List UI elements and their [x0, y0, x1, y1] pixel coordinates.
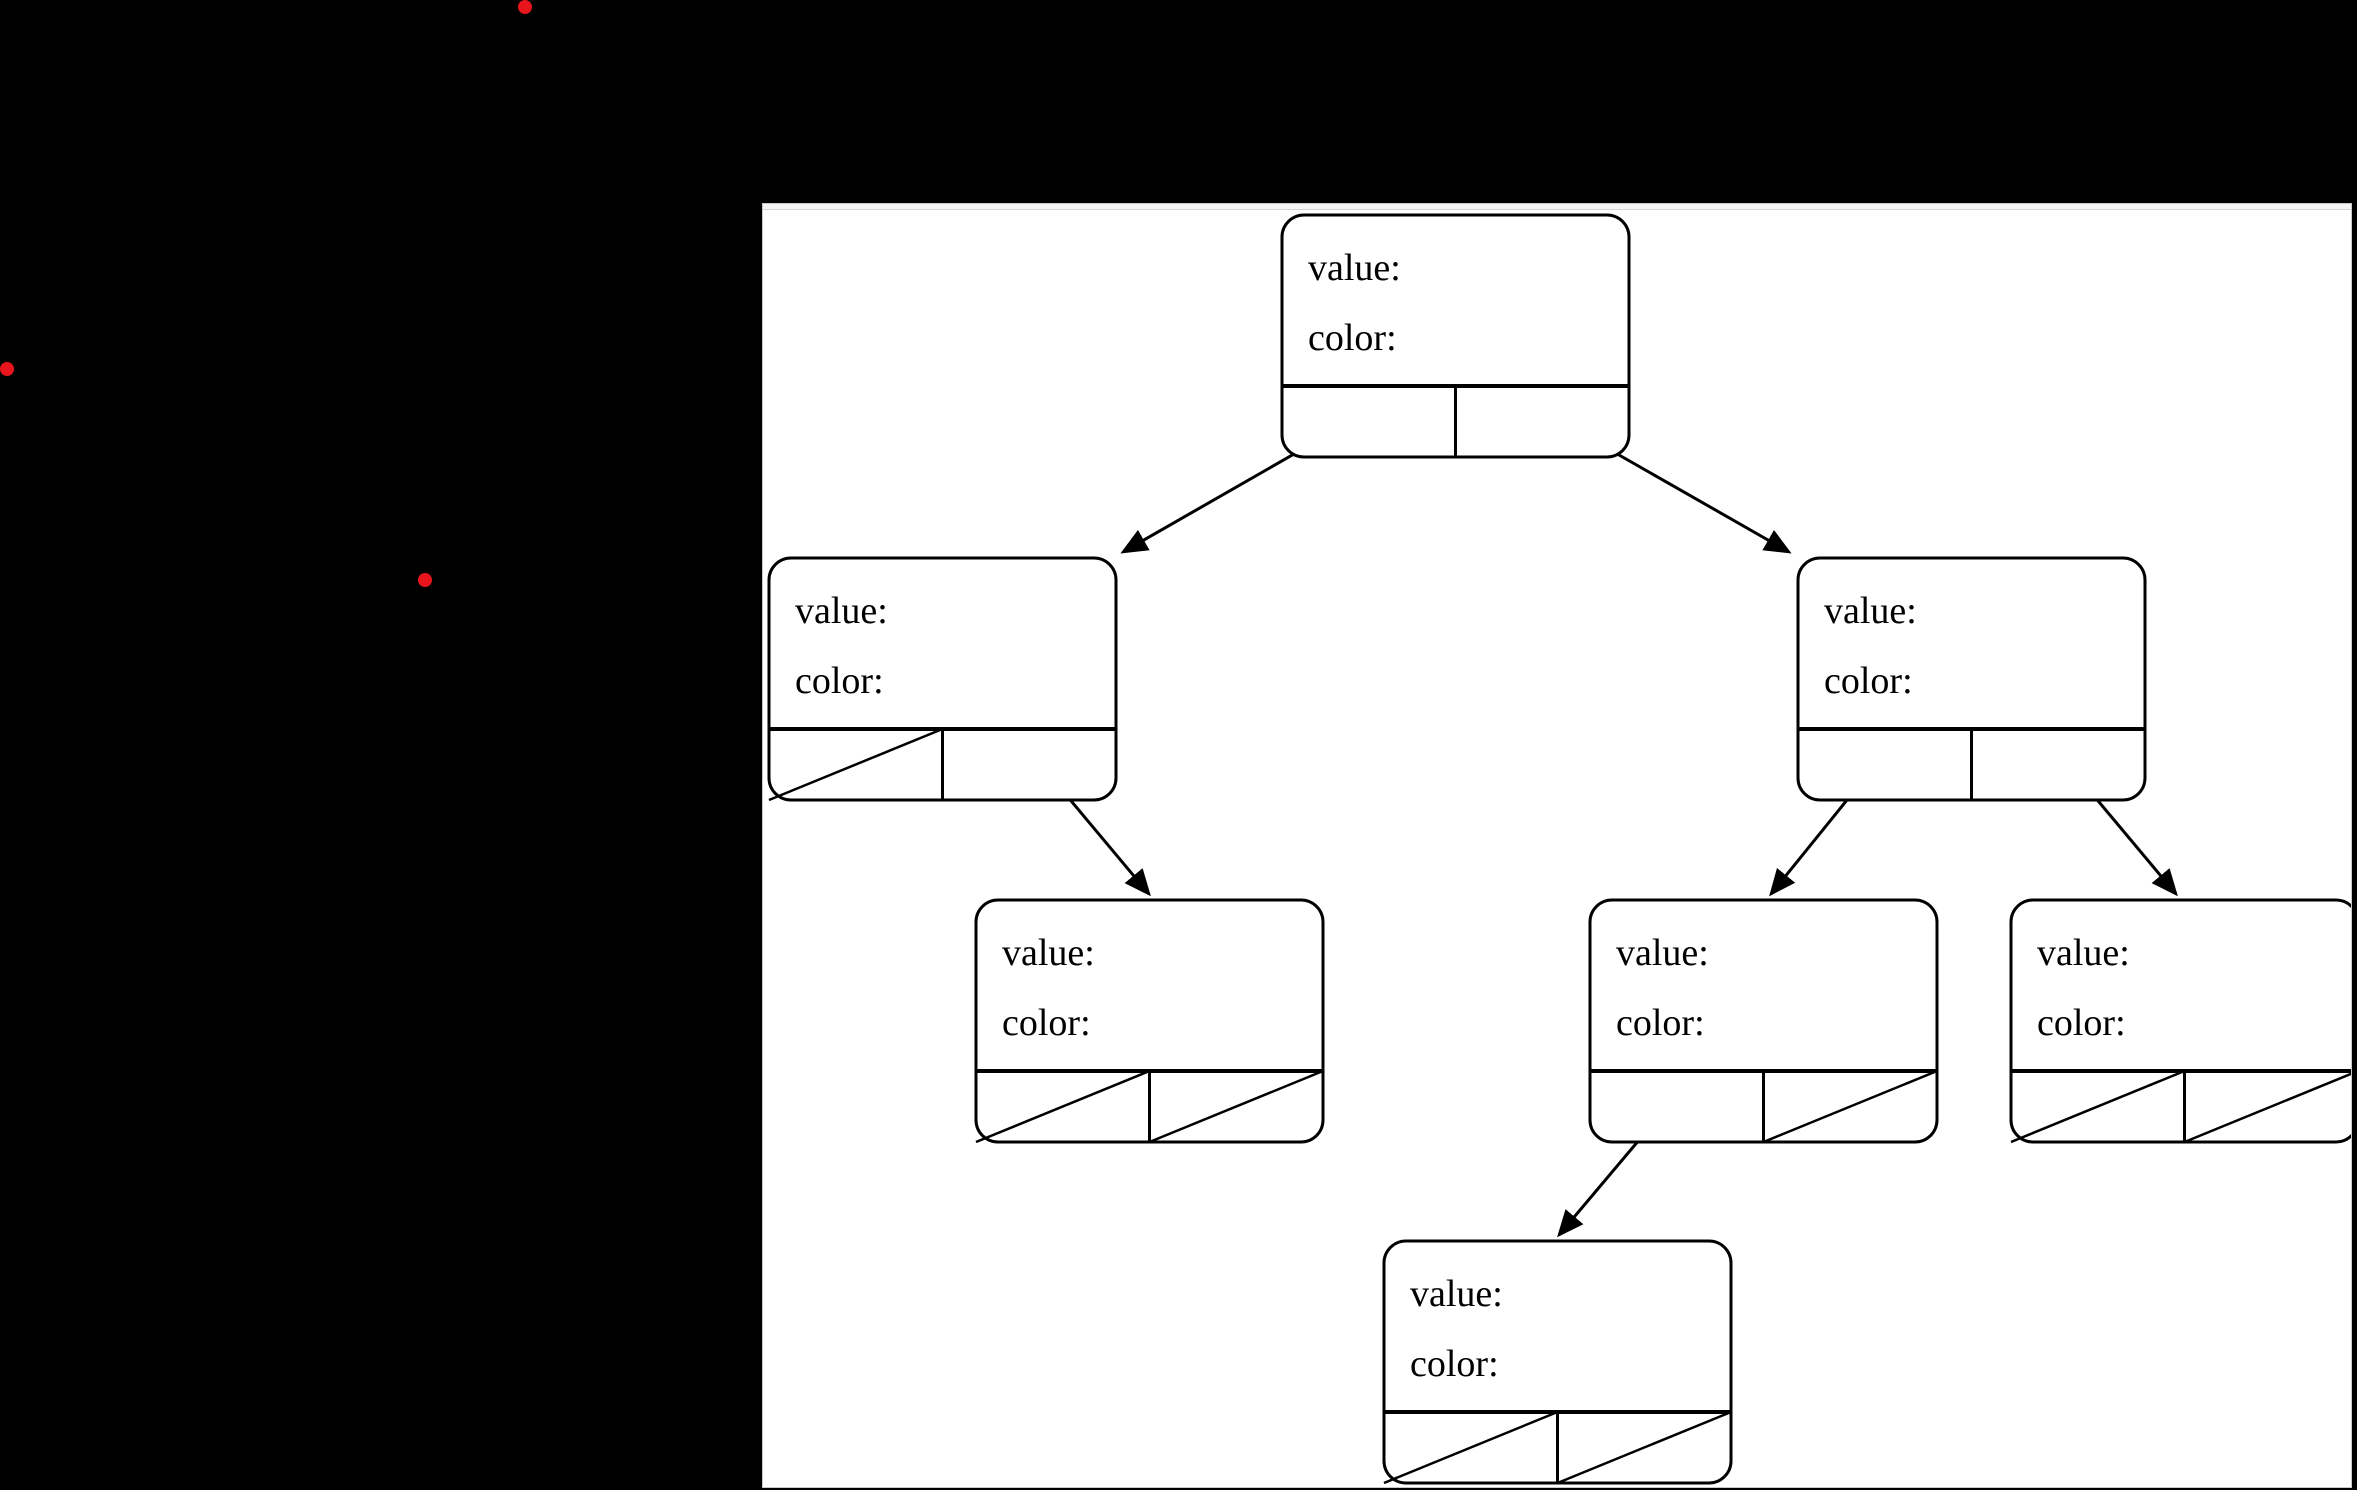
tree-node-left-child[interactable]: [767, 556, 1118, 802]
node-color-label: color:: [1410, 1343, 1499, 1385]
node-color-label: color:: [1824, 660, 1913, 702]
node-value-label: value:: [1410, 1273, 1503, 1315]
node-value-label: value:: [1824, 590, 1917, 632]
node-left-pointer-null-slash: [975, 1069, 1150, 1144]
node-right-pointer-null-slash: [1149, 1069, 1324, 1144]
node-left-pointer-null-slash: [1383, 1410, 1558, 1485]
node-value-label: value:: [1308, 247, 1401, 289]
tree-node-right-left-grandchild[interactable]: [1588, 898, 1939, 1144]
node-value-label: value:: [1616, 932, 1709, 974]
tree-node-right-right-grandchild[interactable]: [2009, 898, 2352, 1144]
node-right-pointer-null-slash: [2184, 1072, 2351, 1144]
tree-diagram-svg: [767, 213, 2352, 1485]
node-color-label: color:: [1616, 1002, 1705, 1044]
node-right-pointer-null-slash: [1763, 1069, 1938, 1144]
node-left-pointer-null-slash: [768, 727, 943, 802]
node-color-label: color:: [1308, 317, 1397, 359]
red-marker-dot: [418, 573, 432, 587]
red-marker-dot: [518, 0, 532, 14]
nodes-group: [767, 213, 2352, 1485]
node-value-label: value:: [1002, 932, 1095, 974]
panel-top-bar: [763, 204, 2351, 210]
tree-node-left-right-grandchild[interactable]: [974, 898, 1325, 1144]
tree-node-right-child[interactable]: [1796, 556, 2147, 802]
node-left-pointer-null-slash: [2010, 1069, 2185, 1144]
node-color-label: color:: [795, 660, 884, 702]
node-color-label: color:: [2037, 1002, 2126, 1044]
node-right-pointer-null-slash: [1557, 1410, 1732, 1485]
tree-node-root[interactable]: [1280, 213, 1631, 459]
node-color-label: color:: [1002, 1002, 1091, 1044]
node-value-label: value:: [795, 590, 888, 632]
tree-node-great-grandchild[interactable]: [1382, 1239, 1733, 1485]
node-value-label: value:: [2037, 932, 2130, 974]
diagram-panel: value: color: value: color: value: color: valu…: [762, 203, 2352, 1488]
red-marker-dot: [0, 362, 14, 376]
